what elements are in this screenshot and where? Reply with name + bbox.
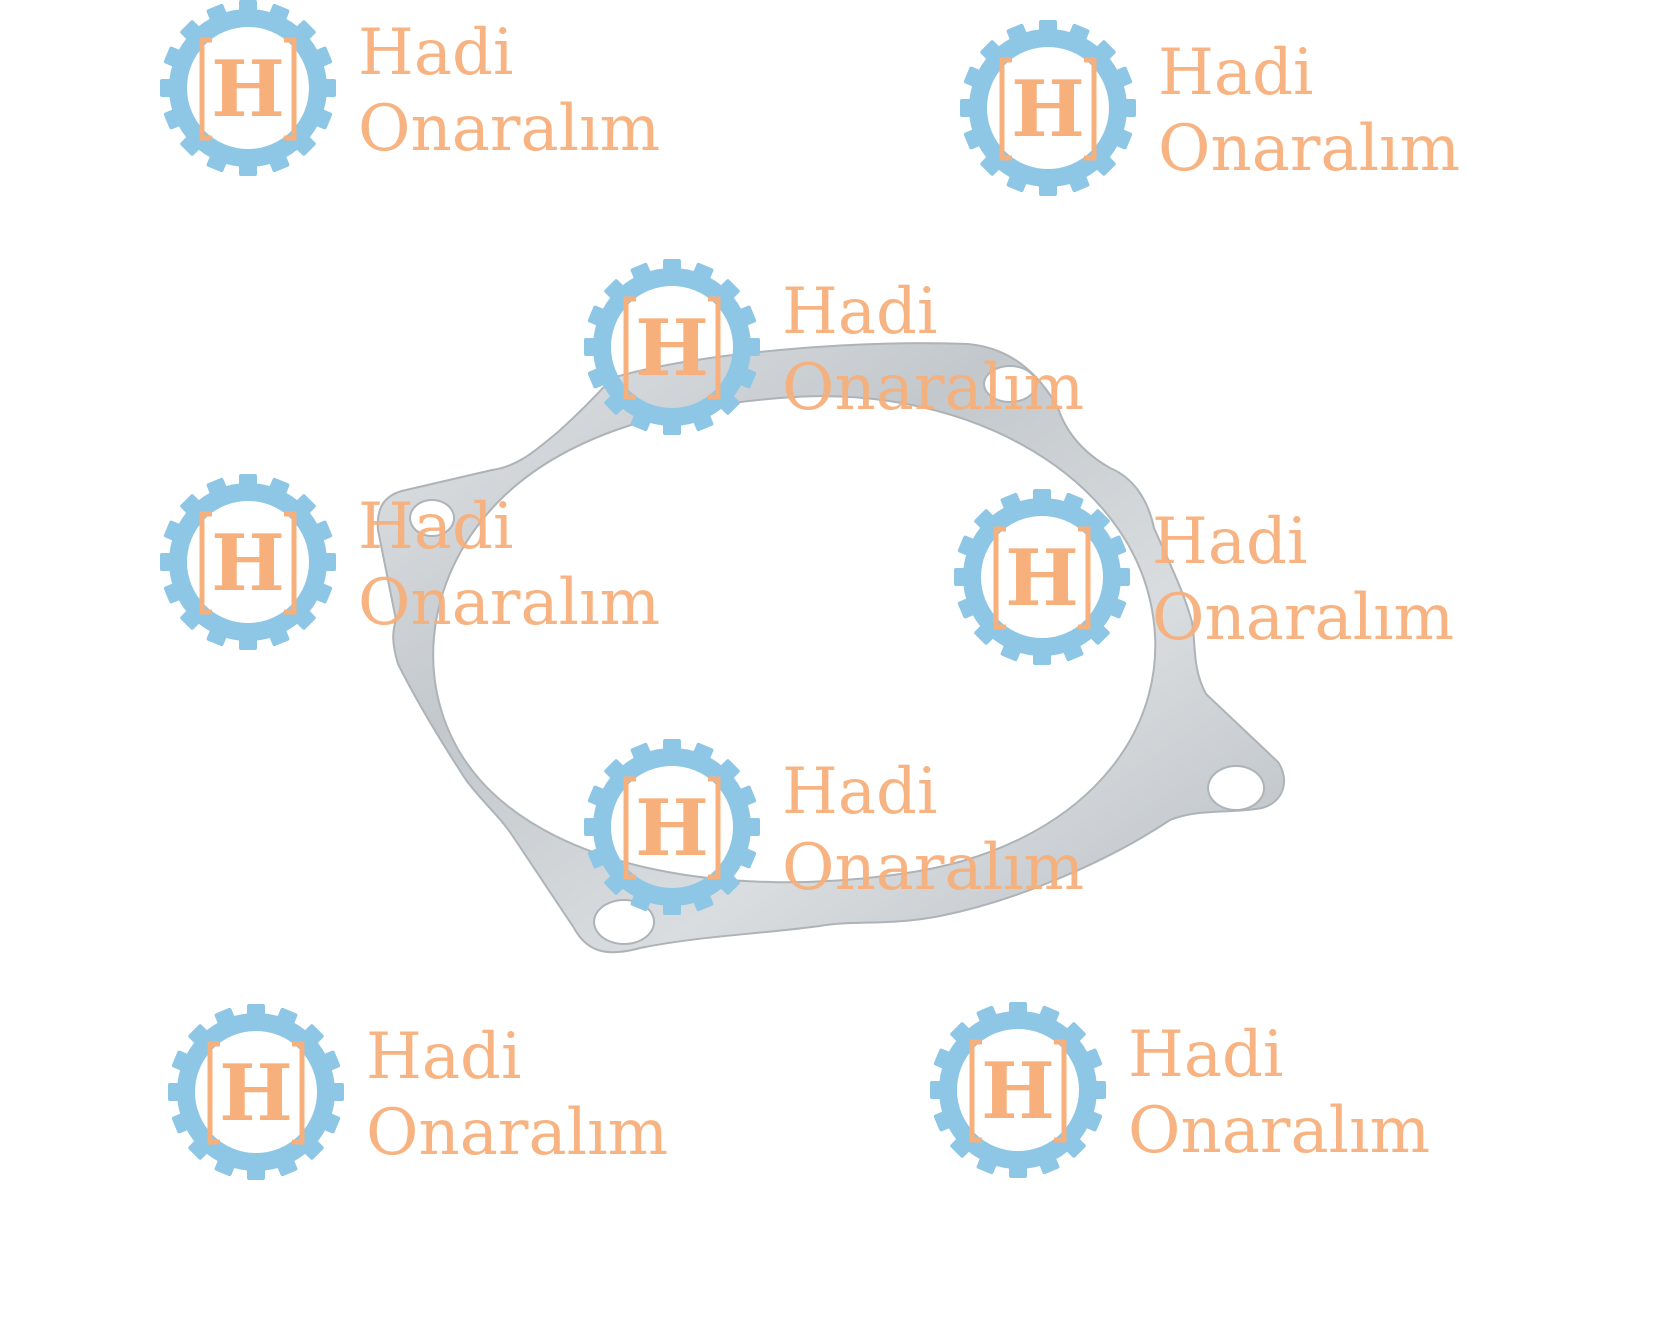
watermark-6: H Hadi Onaralım xyxy=(584,739,1084,915)
watermark-line2: Onaralım xyxy=(1128,1094,1430,1168)
watermark-line1: Hadi xyxy=(1152,505,1307,579)
watermark-7: H Hadi Onaralım xyxy=(168,1004,668,1180)
watermark-line2: Onaralım xyxy=(1158,112,1460,186)
watermark-line2: Onaralım xyxy=(782,351,1084,425)
watermark-1: H Hadi Onaralım xyxy=(160,0,660,176)
logo-letter: H xyxy=(635,303,709,394)
watermark-3: H Hadi Onaralım xyxy=(584,259,1084,435)
watermark-line1: Hadi xyxy=(358,16,513,90)
watermark-line2: Onaralım xyxy=(366,1096,668,1170)
watermark-line1: Hadi xyxy=(782,275,937,349)
watermark-line1: Hadi xyxy=(366,1020,521,1094)
watermark-8: H Hadi Onaralım xyxy=(930,1002,1430,1178)
gasket-image xyxy=(376,342,1286,954)
watermark-line2: Onaralım xyxy=(358,566,660,640)
watermark-line1: Hadi xyxy=(358,490,513,564)
logo-letter: H xyxy=(635,783,709,874)
watermark-line2: Onaralım xyxy=(1152,581,1454,655)
logo-letter: H xyxy=(219,1048,293,1139)
watermark-line2: Onaralım xyxy=(782,831,1084,905)
watermark-2: H Hadi Onaralım xyxy=(960,20,1460,196)
logo-letter: H xyxy=(211,518,285,609)
logo-letter: H xyxy=(1011,64,1085,155)
watermark-line1: Hadi xyxy=(1128,1018,1283,1092)
watermark-line1: Hadi xyxy=(782,755,937,829)
watermark-line1: Hadi xyxy=(1158,36,1313,110)
watermark-4: H Hadi Onaralım xyxy=(160,474,660,650)
watermark-5: H Hadi Onaralım xyxy=(954,489,1454,665)
logo-letter: H xyxy=(1005,533,1079,624)
watermark-line2: Onaralım xyxy=(358,92,660,166)
logo-letter: H xyxy=(981,1046,1055,1137)
logo-letter: H xyxy=(211,44,285,135)
